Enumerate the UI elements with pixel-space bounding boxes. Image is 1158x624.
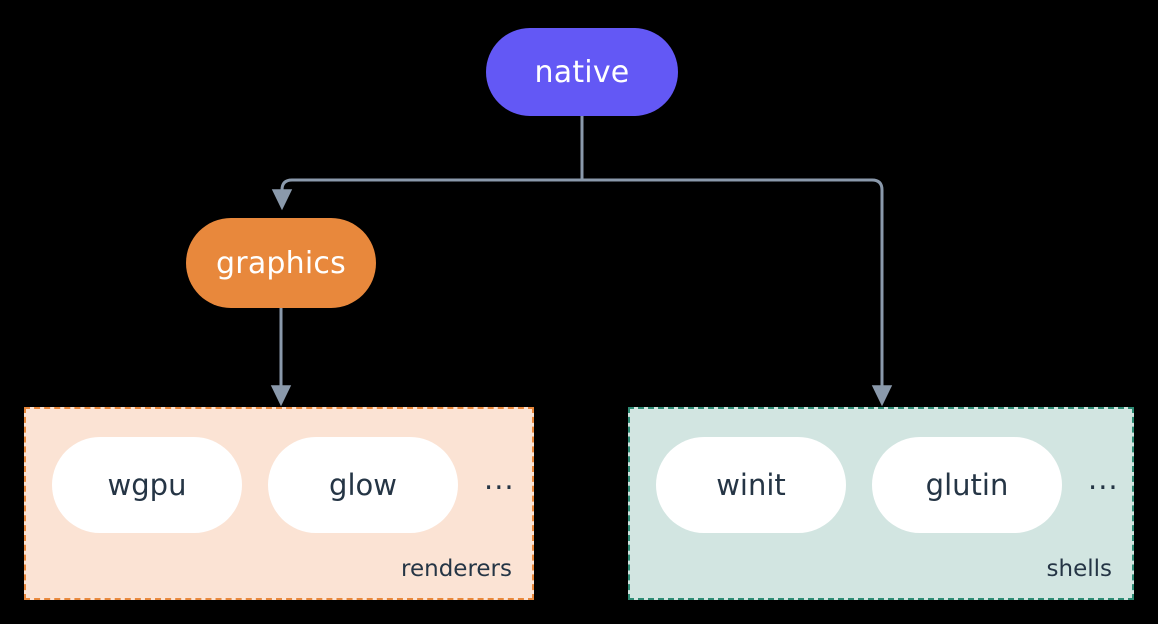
group-shells-items: winit glutin ... (656, 437, 1119, 533)
leaf-glow[interactable]: glow (268, 437, 458, 533)
leaf-wgpu[interactable]: wgpu (52, 437, 242, 533)
edge-native-to-graphics (271, 116, 584, 211)
leaf-glow-label: glow (329, 468, 397, 502)
group-shells: winit glutin ... shells (628, 407, 1134, 600)
leaf-glutin-label: glutin (925, 468, 1009, 502)
shells-more-ellipsis: ... (1088, 461, 1119, 496)
node-graphics[interactable]: graphics (186, 218, 376, 308)
group-renderers-label: renderers (401, 556, 512, 582)
group-renderers: wgpu glow ... renderers (24, 407, 534, 600)
edge-native-to-shells (580, 116, 893, 407)
renderers-more-ellipsis: ... (484, 461, 515, 496)
leaf-winit[interactable]: winit (656, 437, 846, 533)
leaf-glutin[interactable]: glutin (872, 437, 1062, 533)
group-shells-label: shells (1046, 556, 1112, 582)
group-renderers-items: wgpu glow ... (52, 437, 515, 533)
leaf-winit-label: winit (716, 468, 786, 502)
node-native-label: native (534, 54, 630, 90)
node-graphics-label: graphics (216, 245, 346, 281)
leaf-wgpu-label: wgpu (107, 468, 187, 502)
node-native[interactable]: native (486, 28, 678, 116)
